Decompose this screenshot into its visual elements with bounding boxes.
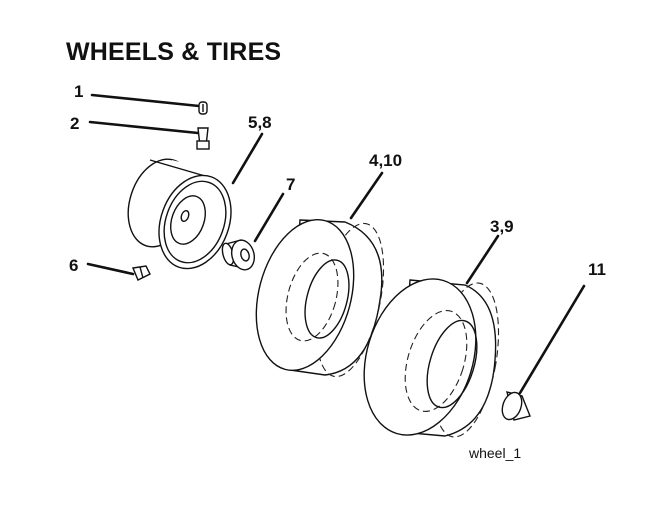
callout-7: 7 [286,175,295,194]
callout-5-8: 5,8 [248,113,272,132]
leader-line-3-9 [465,234,500,285]
callout-2: 2 [70,114,79,133]
callout-3-9: 3,9 [490,217,514,236]
rim-barrel-top [149,159,206,177]
bushing-part [221,192,285,271]
bushing-bore [240,248,250,262]
callout-1: 1 [74,82,83,101]
rim-center-disc [170,195,206,245]
callout-6: 6 [69,256,78,275]
rim-hub-hole [180,209,190,223]
rear-tire-part [363,234,500,438]
leader-line-7 [253,192,285,243]
rim-front-lip [163,180,227,264]
rim-front-flange [158,174,232,270]
front-tire-bead [285,252,339,342]
leader-line-2 [88,120,200,135]
hub-cap-part [501,284,586,421]
bushing-flange [230,239,256,271]
leader-line-6 [86,262,135,276]
leader-line-5-8 [231,132,264,185]
front-tire-part [255,171,385,378]
figure-caption: wheel_1 [468,445,521,461]
callout-4-10: 4,10 [369,151,402,170]
valve-cap-part [90,93,208,115]
rear-tire-bead [404,310,468,412]
leader-line-11 [518,284,586,395]
rear-tire-opening [426,319,478,409]
hub-cap-face [501,391,523,421]
front-tire-sidewall [255,218,355,372]
fitting-detail [139,266,144,279]
page-title: WHEELS & TIRES [66,38,282,66]
callout-11: 11 [588,260,606,279]
leader-line-1 [90,93,201,108]
fitting-part [86,262,151,281]
wheel-rim-part [127,132,264,270]
front-tire-opening [304,259,350,339]
valve-stem-part [88,120,210,150]
valve-stem-base [196,140,210,150]
rear-tire-sidewall [363,278,477,436]
leader-line-4-10 [349,171,384,220]
